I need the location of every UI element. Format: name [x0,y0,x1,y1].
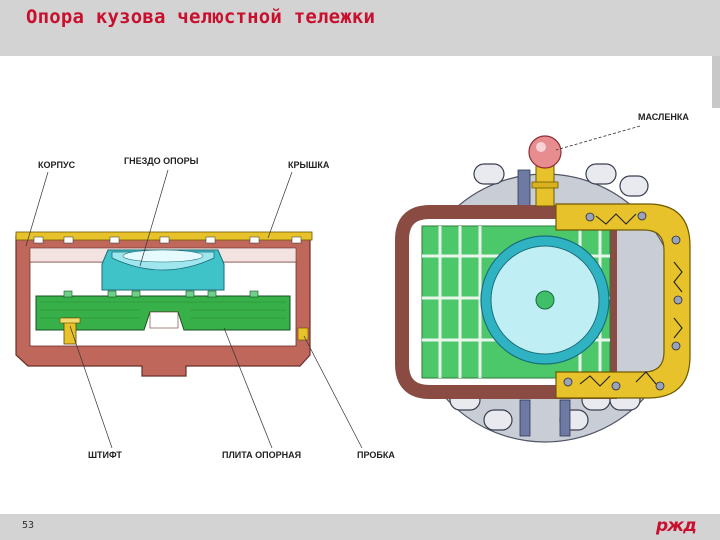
oiler [528,135,562,207]
top-view [395,125,691,443]
label-plug: ПРОБКА [357,450,395,460]
section-view [15,169,363,449]
label-cover: КРЫШКА [288,160,330,170]
slide-header: Опора кузова челюстной тележки [0,0,720,56]
decorative-stripe [712,56,720,108]
label-support-plate: ПЛИТА ОПОРНАЯ [222,450,301,460]
slide-title: Опора кузова челюстной тележки [26,6,376,28]
label-oiler: МАСЛЕНКА [638,112,689,122]
rzd-logo: ржд [656,516,697,536]
label-pin: ШТИФТ [88,450,122,460]
slide-footer: 53 ржд [0,514,720,540]
page-number: 53 [22,520,35,531]
label-socket: ГНЕЗДО ОПОРЫ [124,156,199,166]
label-housing: КОРПУС [38,160,76,170]
plug-section [297,327,309,341]
